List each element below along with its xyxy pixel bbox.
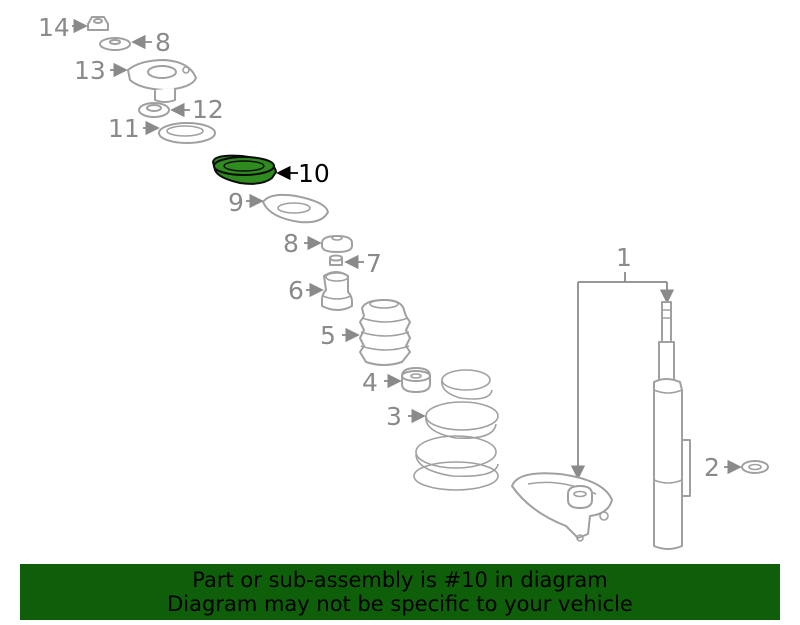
callout-5: 5: [320, 321, 336, 350]
callout-12: 12: [192, 95, 224, 124]
part-13-strut-mount[interactable]: [127, 59, 197, 103]
part-9-lower-insulator[interactable]: [262, 193, 329, 224]
part-3-coil-spring[interactable]: [413, 369, 499, 491]
callout-9: 9: [228, 188, 244, 217]
parts-diagram: 14 8 13 12 11 10 9: [38, 13, 769, 550]
callout-4: 4: [362, 368, 378, 397]
callout-8-top: 8: [155, 28, 171, 57]
part-12-bearing[interactable]: [138, 102, 170, 118]
banner-line-1: Part or sub-assembly is #10 in diagram: [192, 568, 608, 592]
callout-1: 1: [616, 243, 632, 272]
callout-11: 11: [108, 114, 140, 143]
part-4-spacer[interactable]: [401, 367, 431, 393]
part-1-shock-absorber[interactable]: [653, 301, 691, 550]
part-6-bump-stop[interactable]: [321, 271, 353, 311]
part-8-washer-top[interactable]: [99, 37, 131, 51]
part-10-spring-insulator[interactable]: [211, 154, 278, 185]
callout-6: 6: [288, 276, 304, 305]
callout-8-lower: 8: [283, 229, 299, 258]
callout-3: 3: [386, 402, 402, 431]
part-1-lower-spring-seat[interactable]: [511, 472, 613, 542]
part-2-ring[interactable]: [741, 460, 769, 474]
callout-1-bracket: [570, 272, 675, 480]
info-banner: Part or sub-assembly is #10 in diagram D…: [20, 564, 780, 620]
banner-line-2: Diagram may not be specific to your vehi…: [167, 592, 633, 616]
part-5-dust-boot[interactable]: [359, 299, 411, 366]
callout-13: 13: [74, 56, 106, 85]
callout-10: 10: [298, 159, 330, 188]
part-11-spring-seat[interactable]: [158, 122, 216, 144]
callout-2: 2: [704, 453, 720, 482]
part-7-bushing[interactable]: [329, 254, 343, 266]
part-14-nut[interactable]: [87, 16, 109, 31]
callout-7: 7: [366, 249, 382, 278]
callout-14: 14: [38, 13, 70, 42]
part-8-washer-lower[interactable]: [321, 235, 353, 253]
